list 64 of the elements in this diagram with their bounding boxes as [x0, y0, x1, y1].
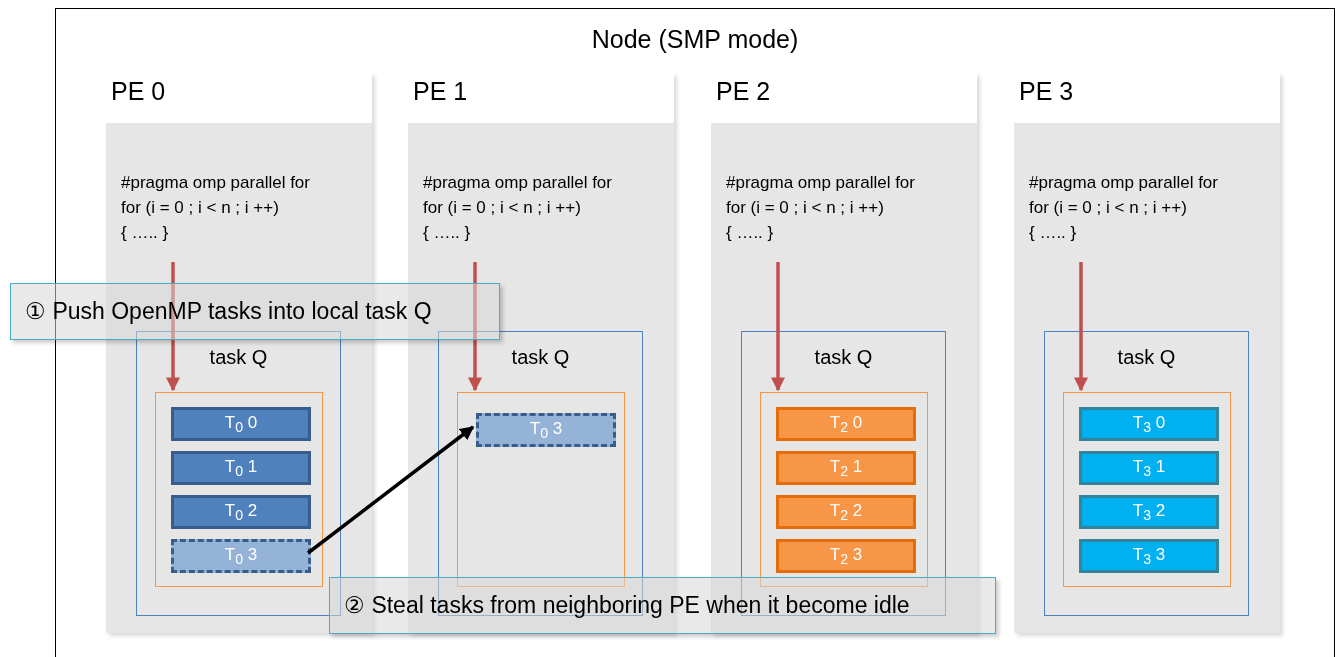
- task-box: [476, 413, 616, 447]
- queue-slot-box: [155, 392, 323, 587]
- code-line: { ….. }: [121, 223, 169, 243]
- code-line: #pragma omp parallel for: [423, 173, 612, 193]
- task-box: [171, 495, 311, 529]
- code-line: #pragma omp parallel for: [726, 173, 915, 193]
- callout-text: ① Push OpenMP tasks into local task Q: [24, 298, 432, 325]
- arrow: [771, 262, 785, 392]
- task-queue-box: [1044, 331, 1249, 616]
- code-line: #pragma omp parallel for: [1029, 173, 1218, 193]
- task-label: T$_{2}$ 2: [829, 500, 863, 524]
- callout-text: ② Steal tasks from neighboring PE when it become idle: [343, 592, 910, 619]
- task-label: T$_{0}$ 3: [529, 418, 563, 442]
- task-box: [776, 451, 916, 485]
- task-label: T$_{0}$ 1: [224, 456, 258, 480]
- task-label: T$_{0}$ 3: [224, 544, 258, 568]
- arrow: [306, 425, 475, 555]
- queue-slot-box: [457, 392, 625, 587]
- task-box: [171, 407, 311, 441]
- code-line: { ….. }: [1029, 223, 1077, 243]
- panel-heading: PE 3: [1019, 77, 1074, 106]
- task-label: T$_{3}$ 0: [1132, 412, 1166, 436]
- panel-heading: PE 0: [111, 77, 166, 106]
- task-label: T$_{3}$ 2: [1132, 500, 1166, 524]
- task-box: [171, 451, 311, 485]
- code-line: for (i = 0 ; i < n ; i ++): [726, 198, 884, 218]
- task-box: [776, 407, 916, 441]
- arrow: [468, 262, 482, 392]
- node-frame: [55, 8, 1335, 657]
- code-line: for (i = 0 ; i < n ; i ++): [121, 198, 279, 218]
- task-box: [1079, 451, 1219, 485]
- processor-panel: [1014, 73, 1280, 633]
- arrow: [166, 262, 180, 392]
- queue-slot-box: [760, 392, 928, 587]
- callout-box: [329, 577, 996, 634]
- queue-label: task Q: [813, 346, 874, 369]
- panel-heading: PE 2: [716, 77, 771, 106]
- code-line: { ….. }: [726, 223, 774, 243]
- task-box: [1079, 495, 1219, 529]
- code-line: { ….. }: [423, 223, 471, 243]
- task-label: T$_{0}$ 2: [224, 500, 258, 524]
- task-box: [776, 539, 916, 573]
- callout-box: [10, 283, 500, 340]
- task-label: T$_{2}$ 3: [829, 544, 863, 568]
- queue-label: task Q: [510, 346, 571, 369]
- queue-label: task Q: [208, 346, 269, 369]
- task-queue-box: [136, 331, 341, 616]
- task-box: [1079, 539, 1219, 573]
- task-box: [171, 539, 311, 573]
- code-line: for (i = 0 ; i < n ; i ++): [1029, 198, 1187, 218]
- frame-title: Node (SMP mode): [590, 25, 800, 54]
- queue-label: task Q: [1116, 346, 1177, 369]
- code-line: for (i = 0 ; i < n ; i ++): [423, 198, 581, 218]
- task-label: T$_{2}$ 1: [829, 456, 863, 480]
- task-box: [1079, 407, 1219, 441]
- task-label: T$_{0}$ 0: [224, 412, 258, 436]
- task-label: T$_{3}$ 1: [1132, 456, 1166, 480]
- panel-heading: PE 1: [413, 77, 468, 106]
- queue-slot-box: [1063, 392, 1231, 587]
- code-line: #pragma omp parallel for: [121, 173, 310, 193]
- task-label: T$_{2}$ 0: [829, 412, 863, 436]
- arrow: [1074, 262, 1088, 392]
- task-box: [776, 495, 916, 529]
- task-label: T$_{3}$ 3: [1132, 544, 1166, 568]
